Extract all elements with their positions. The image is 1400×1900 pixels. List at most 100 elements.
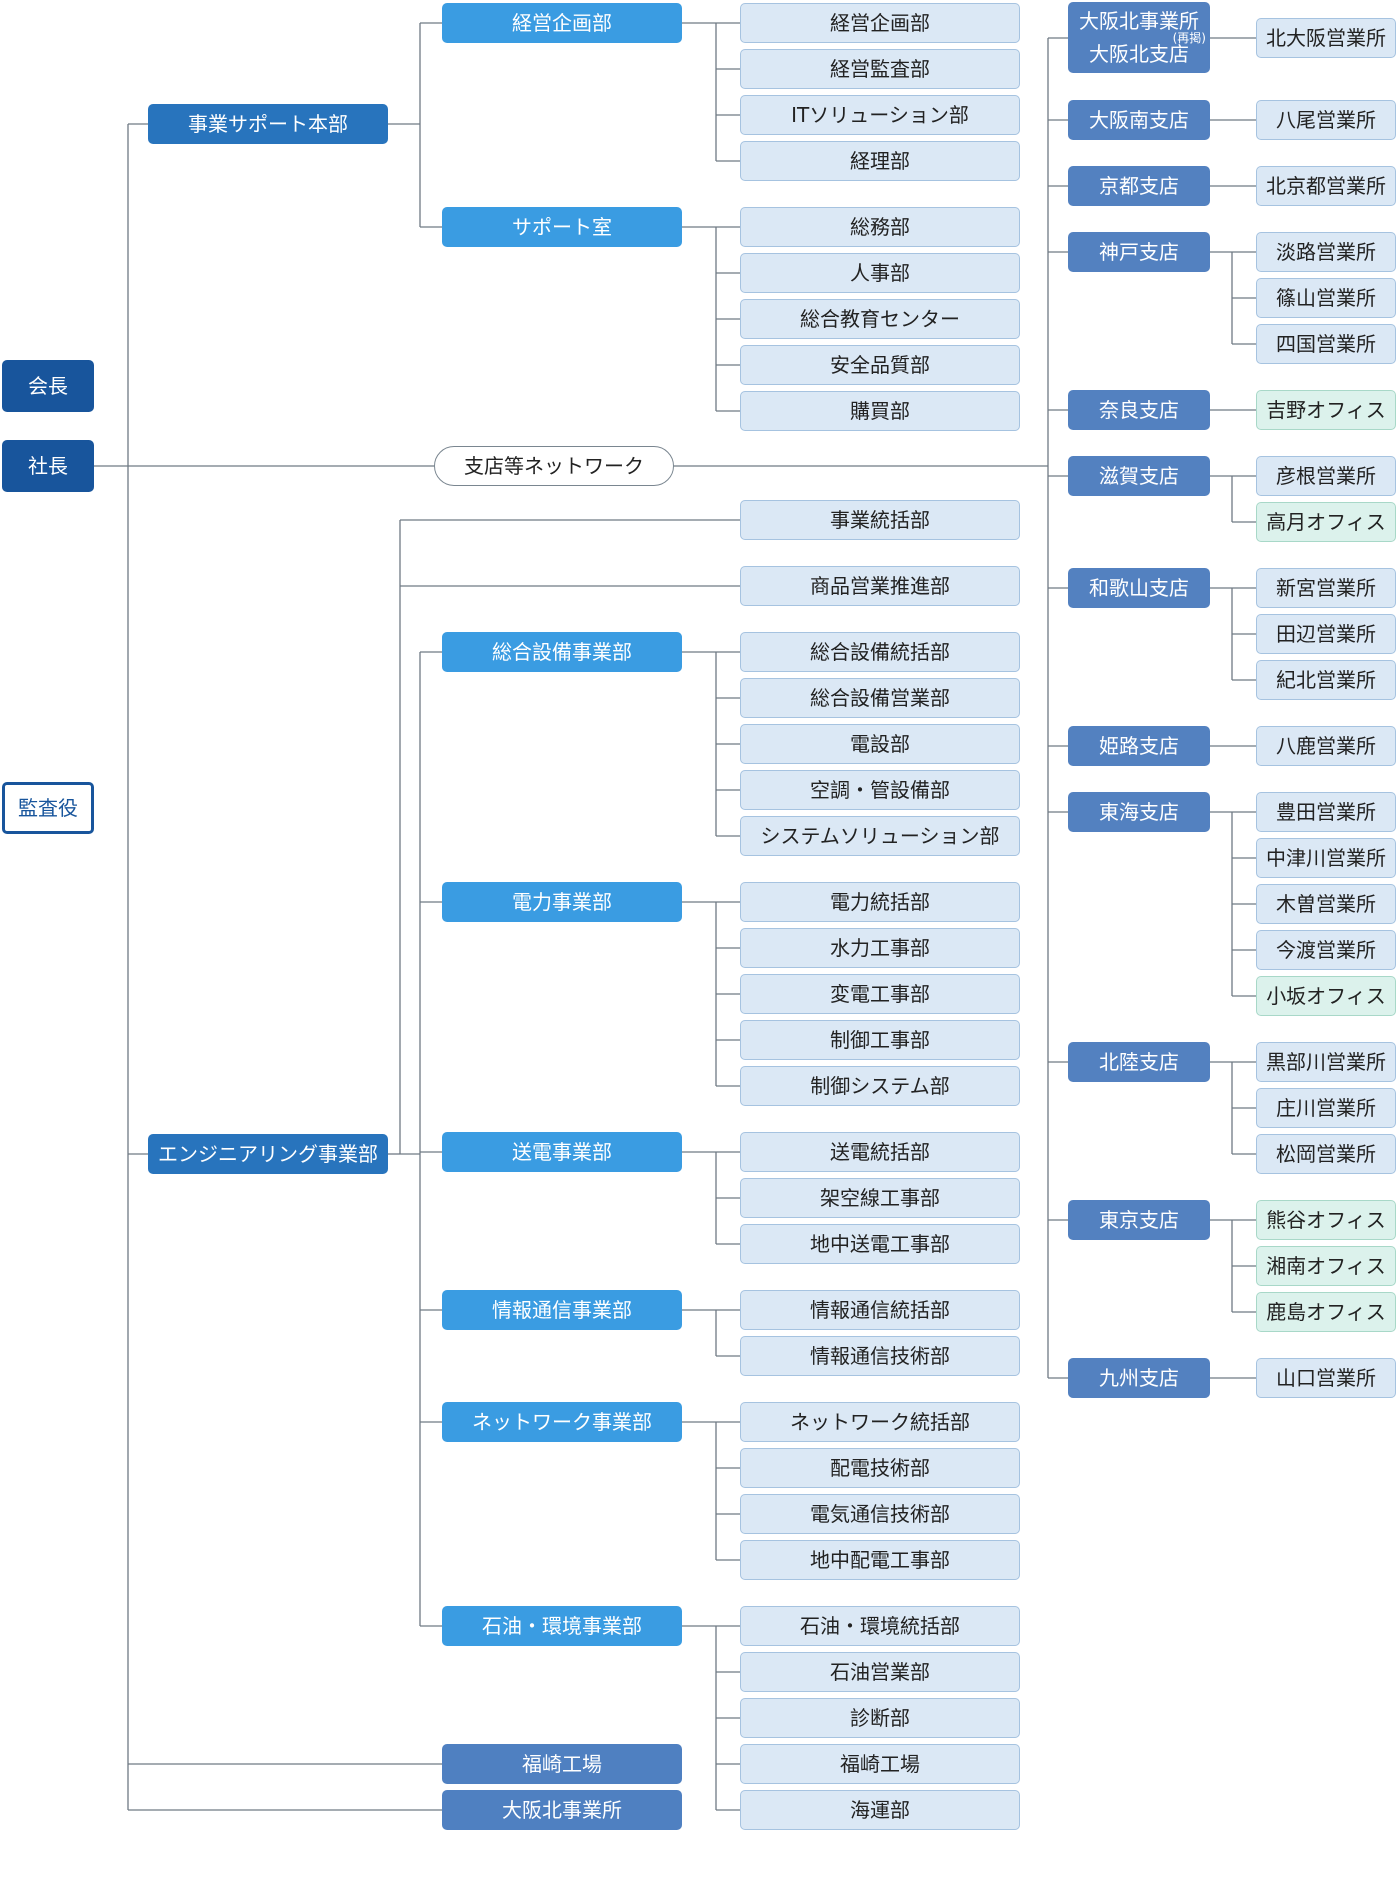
dept-label: 海運部 (850, 1797, 910, 1822)
office-label: 庄川営業所 (1276, 1095, 1376, 1120)
dept-label: 電力統括部 (830, 889, 930, 914)
dept-box: システムソリューション部 (740, 816, 1020, 856)
business-support-hq-box: 事業サポート本部 (148, 104, 388, 144)
business-support-hq-label: 事業サポート本部 (188, 111, 348, 136)
branch-label: 京都支店 (1099, 173, 1179, 198)
dept-label: 水力工事部 (830, 935, 930, 960)
division-box: 情報通信事業部 (442, 1290, 682, 1330)
branch-box: 姫路支店 (1068, 726, 1210, 766)
dept-box: 経営監査部 (740, 49, 1020, 89)
office-label: 紀北営業所 (1276, 667, 1376, 692)
office-label: 木曽営業所 (1276, 891, 1376, 916)
dept-box: 総合教育センター (740, 299, 1020, 339)
dept-box: 経理部 (740, 141, 1020, 181)
president-label: 社長 (28, 453, 68, 478)
dept-box: 制御システム部 (740, 1066, 1020, 1106)
sales-office-box: 黒部川営業所 (1256, 1042, 1396, 1082)
dept-label: 情報通信技術部 (810, 1343, 950, 1368)
branch-network-label: 支店等ネットワーク (464, 453, 644, 478)
facility-label: 福崎工場 (522, 1751, 602, 1776)
dept-box: 情報通信統括部 (740, 1290, 1020, 1330)
support-office-label: サポート室 (512, 214, 612, 239)
osaka-kita-works-box: 大阪北事業所 (442, 1790, 682, 1830)
dept-box: 制御工事部 (740, 1020, 1020, 1060)
office-label: 北京都営業所 (1266, 173, 1386, 198)
branch-box: 北陸支店 (1068, 1042, 1210, 1082)
facility-label: 大阪北事業所 (502, 1797, 622, 1822)
dept-label: 安全品質部 (830, 352, 930, 377)
dept-box: 経営企画部 (740, 3, 1020, 43)
branch-box: 大阪北事業所 (再掲) 大阪北支店 (1068, 2, 1210, 73)
dept-label: 商品営業推進部 (810, 573, 950, 598)
office-label: 高月オフィス (1266, 509, 1386, 534)
dept-label: 購買部 (850, 398, 910, 423)
engineering-hq-label: エンジニアリング事業部 (158, 1141, 378, 1166)
branch-label: 大阪南支店 (1089, 107, 1189, 132)
dept-label: ネットワーク統括部 (790, 1409, 970, 1434)
dept-box: 架空線工事部 (740, 1178, 1020, 1218)
dept-box: 地中配電工事部 (740, 1540, 1020, 1580)
dept-box: 情報通信技術部 (740, 1336, 1020, 1376)
office-label: 田辺営業所 (1276, 621, 1376, 646)
dept-box: 購買部 (740, 391, 1020, 431)
sales-office-box: 今渡営業所 (1256, 930, 1396, 970)
office-label: 淡路営業所 (1276, 239, 1376, 264)
engineering-hq-box: エンジニアリング事業部 (148, 1134, 388, 1174)
dept-label: 地中配電工事部 (810, 1547, 950, 1572)
dept-box: 診断部 (740, 1698, 1020, 1738)
sales-office-box: 庄川営業所 (1256, 1088, 1396, 1128)
chairman-box: 会長 (2, 360, 94, 412)
branch-label: 大阪北事業所 (1079, 8, 1199, 33)
sales-office-box: 篠山営業所 (1256, 278, 1396, 318)
dept-label: システムソリューション部 (760, 823, 1000, 848)
office-label: 湘南オフィス (1266, 1253, 1386, 1278)
dept-box: 地中送電工事部 (740, 1224, 1020, 1264)
sales-office-box: 四国営業所 (1256, 324, 1396, 364)
sales-office-box: 新宮営業所 (1256, 568, 1396, 608)
dept-box: 電気通信技術部 (740, 1494, 1020, 1534)
office-label: 彦根営業所 (1276, 463, 1376, 488)
division-box: ネットワーク事業部 (442, 1402, 682, 1442)
dept-label: 経営企画部 (830, 10, 930, 35)
sales-office-box: 中津川営業所 (1256, 838, 1396, 878)
dept-box: 水力工事部 (740, 928, 1020, 968)
branch-box: 大阪南支店 (1068, 100, 1210, 140)
branch-box: 滋賀支店 (1068, 456, 1210, 496)
branch-label: 滋賀支店 (1099, 463, 1179, 488)
branch-box: 東京支店 (1068, 1200, 1210, 1240)
dept-box: 電力統括部 (740, 882, 1020, 922)
branch-label: 九州支店 (1099, 1365, 1179, 1390)
dept-box: 総合設備営業部 (740, 678, 1020, 718)
dept-label: 総合教育センター (800, 306, 960, 331)
sales-office-box: 北京都営業所 (1256, 166, 1396, 206)
satellite-office-box: 熊谷オフィス (1256, 1200, 1396, 1240)
dept-label: 石油・環境統括部 (800, 1613, 960, 1638)
dept-label: 総合設備営業部 (810, 685, 950, 710)
sales-office-box: 松岡営業所 (1256, 1134, 1396, 1174)
sales-office-box: 木曽営業所 (1256, 884, 1396, 924)
office-label: 四国営業所 (1276, 331, 1376, 356)
branch-label: 東海支店 (1099, 799, 1179, 824)
office-label: 黒部川営業所 (1266, 1049, 1386, 1074)
office-label: 熊谷オフィス (1266, 1207, 1386, 1232)
dept-box: 電設部 (740, 724, 1020, 764)
president-box: 社長 (2, 440, 94, 492)
branch-box: 神戸支店 (1068, 232, 1210, 272)
office-label: 吉野オフィス (1266, 397, 1386, 422)
office-label: 新宮営業所 (1276, 575, 1376, 600)
satellite-office-box: 高月オフィス (1256, 502, 1396, 542)
office-label: 篠山営業所 (1276, 285, 1376, 310)
branch-label: 東京支店 (1099, 1207, 1179, 1232)
branch-label: 姫路支店 (1099, 733, 1179, 758)
dept-label: 石油営業部 (830, 1659, 930, 1684)
satellite-office-box: 吉野オフィス (1256, 390, 1396, 430)
branch-box: 京都支店 (1068, 166, 1210, 206)
branch-label: 北陸支店 (1099, 1049, 1179, 1074)
dept-label: 変電工事部 (830, 981, 930, 1006)
dept-box: 安全品質部 (740, 345, 1020, 385)
division-label: 送電事業部 (512, 1139, 612, 1164)
office-label: 八尾営業所 (1276, 107, 1376, 132)
dept-label: 診断部 (850, 1705, 910, 1730)
